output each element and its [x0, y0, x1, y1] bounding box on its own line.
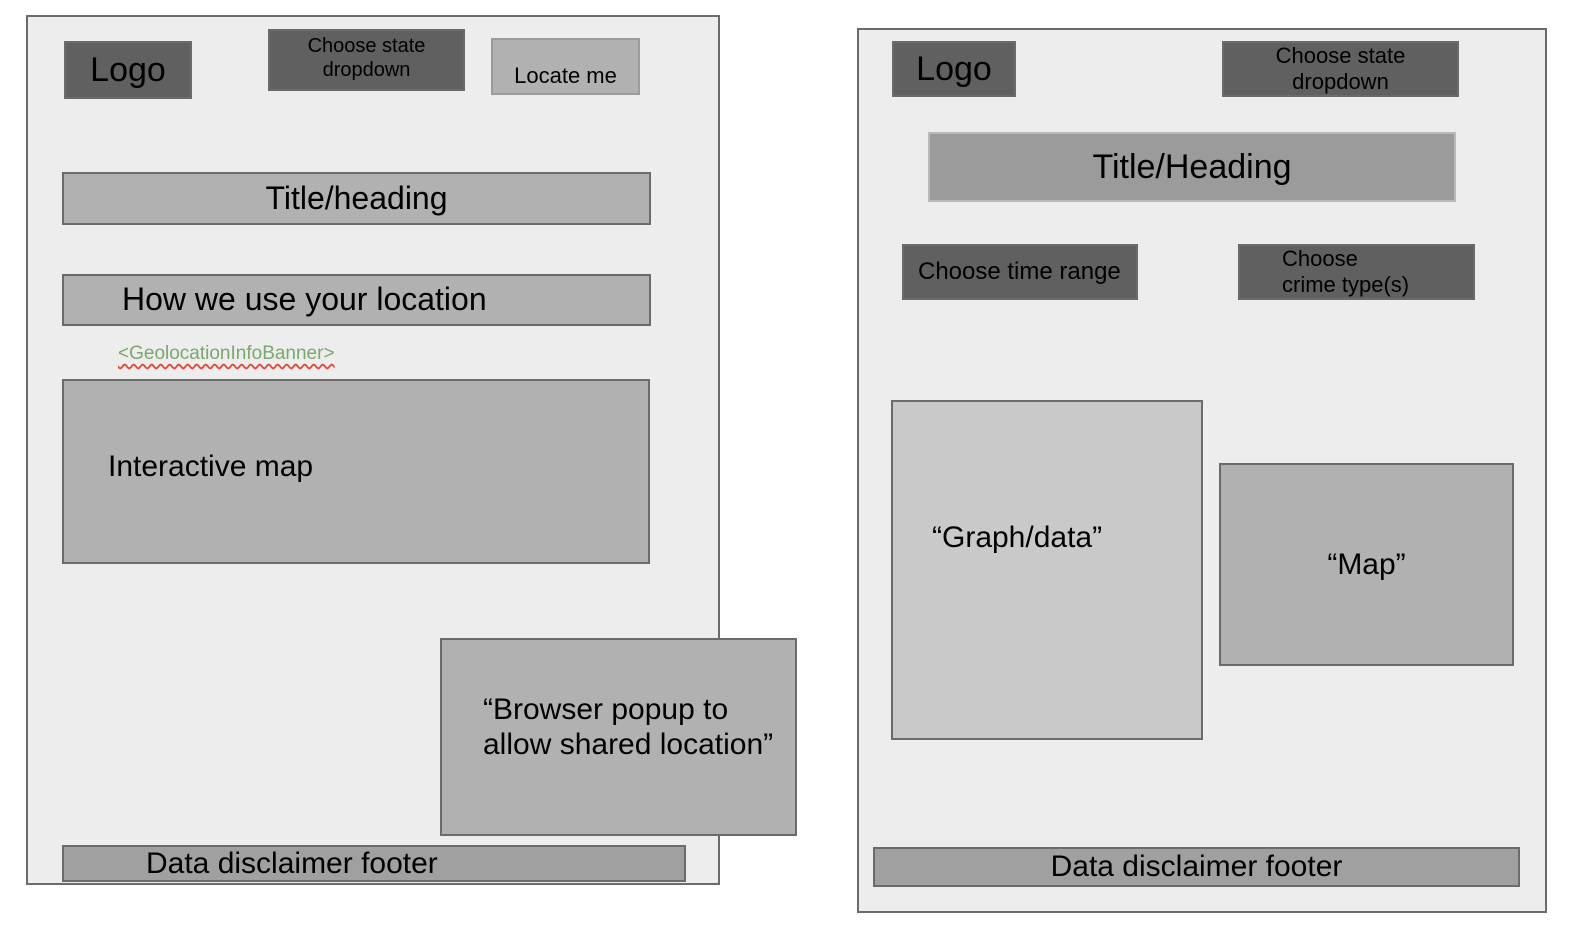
landing-state-dropdown-label: Choose state dropdown	[307, 35, 426, 81]
landing-state-dropdown[interactable]: Choose state dropdown	[268, 29, 465, 91]
dashboard-footer-label: Data disclaimer footer	[1050, 850, 1343, 884]
dashboard-graph-panel[interactable]: “Graph/data”	[891, 400, 1203, 740]
landing-location-info-label: How we use your location	[122, 281, 487, 318]
dashboard-state-dropdown-label: Choose state dropdown	[1275, 43, 1406, 94]
dashboard-map-panel[interactable]: “Map”	[1219, 463, 1514, 666]
geolocation-info-banner-annotation: <GeolocationInfoBanner>	[118, 343, 335, 364]
landing-logo-label: Logo	[90, 50, 166, 89]
dashboard-graph-label: “Graph/data”	[932, 521, 1103, 554]
landing-logo[interactable]: Logo	[64, 41, 192, 99]
browser-popup-label: “Browser popup to allow shared location”	[483, 693, 774, 762]
landing-screen-frame: Logo Choose state dropdown Locate me Tit…	[26, 15, 720, 885]
dashboard-logo-label: Logo	[916, 49, 992, 88]
browser-location-permission-popup[interactable]: “Browser popup to allow shared location”	[440, 638, 797, 836]
dashboard-crime-type-filter[interactable]: Choose crime type(s)	[1238, 244, 1475, 300]
dashboard-title-bar: Title/Heading	[928, 132, 1456, 202]
dashboard-logo[interactable]: Logo	[892, 41, 1016, 97]
dashboard-screen-frame: Logo Choose state dropdown Title/Heading…	[857, 28, 1547, 913]
landing-title-label: Title/heading	[265, 179, 448, 216]
landing-footer-label: Data disclaimer footer	[146, 846, 438, 880]
landing-locate-me-label: Locate me	[514, 63, 617, 89]
dashboard-footer: Data disclaimer footer	[873, 847, 1520, 887]
landing-interactive-map[interactable]: Interactive map	[62, 379, 650, 564]
dashboard-time-range-filter[interactable]: Choose time range	[902, 244, 1138, 300]
landing-interactive-map-label: Interactive map	[108, 450, 314, 483]
dashboard-map-label: “Map”	[1327, 547, 1406, 581]
dashboard-crime-type-label: Choose crime type(s)	[1282, 246, 1410, 297]
dashboard-title-label: Title/Heading	[1092, 147, 1292, 186]
dashboard-state-dropdown[interactable]: Choose state dropdown	[1222, 41, 1459, 97]
dashboard-time-range-label: Choose time range	[918, 257, 1121, 285]
landing-footer: Data disclaimer footer	[62, 845, 686, 882]
landing-locate-me-button[interactable]: Locate me	[491, 38, 640, 95]
landing-title-bar: Title/heading	[62, 172, 651, 225]
landing-location-info-bar: How we use your location	[62, 274, 651, 326]
